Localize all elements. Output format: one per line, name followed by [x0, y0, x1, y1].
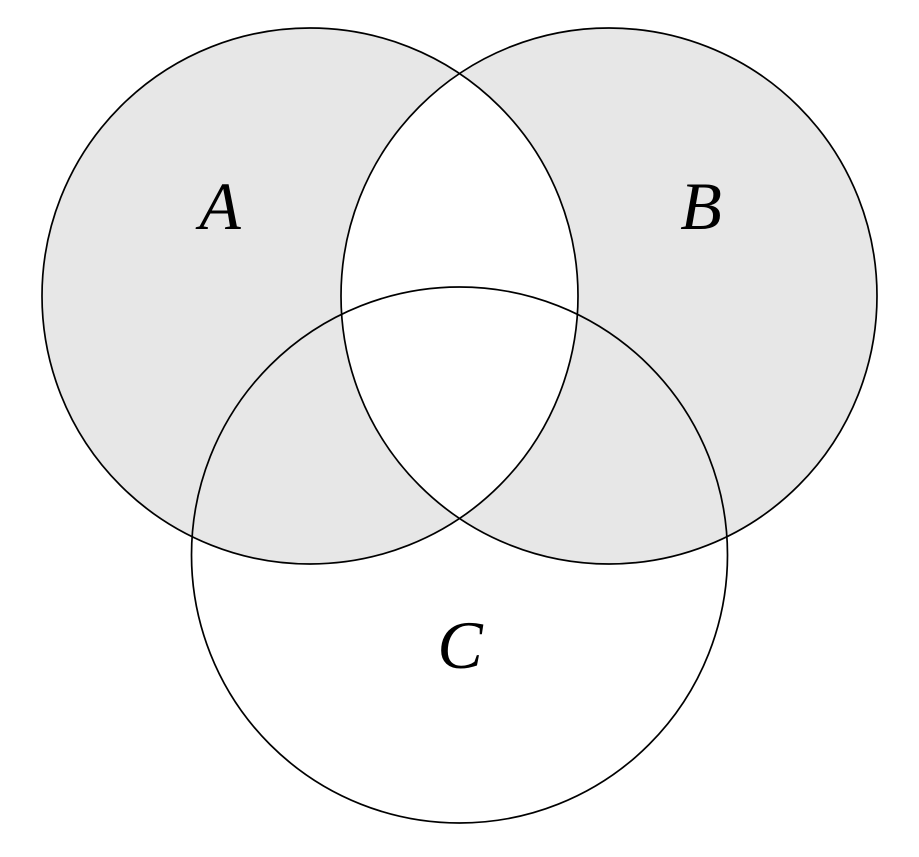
set-label-a: A — [195, 168, 241, 244]
set-label-b: B — [680, 168, 722, 244]
set-label-c: C — [437, 607, 483, 683]
circle-c-outline — [190, 286, 729, 824]
circle-b-outline — [340, 27, 878, 565]
a-b-intersection-lens — [341, 28, 578, 564]
a-b-intersection-white-region — [341, 28, 578, 564]
circle-a-outline — [41, 27, 579, 565]
